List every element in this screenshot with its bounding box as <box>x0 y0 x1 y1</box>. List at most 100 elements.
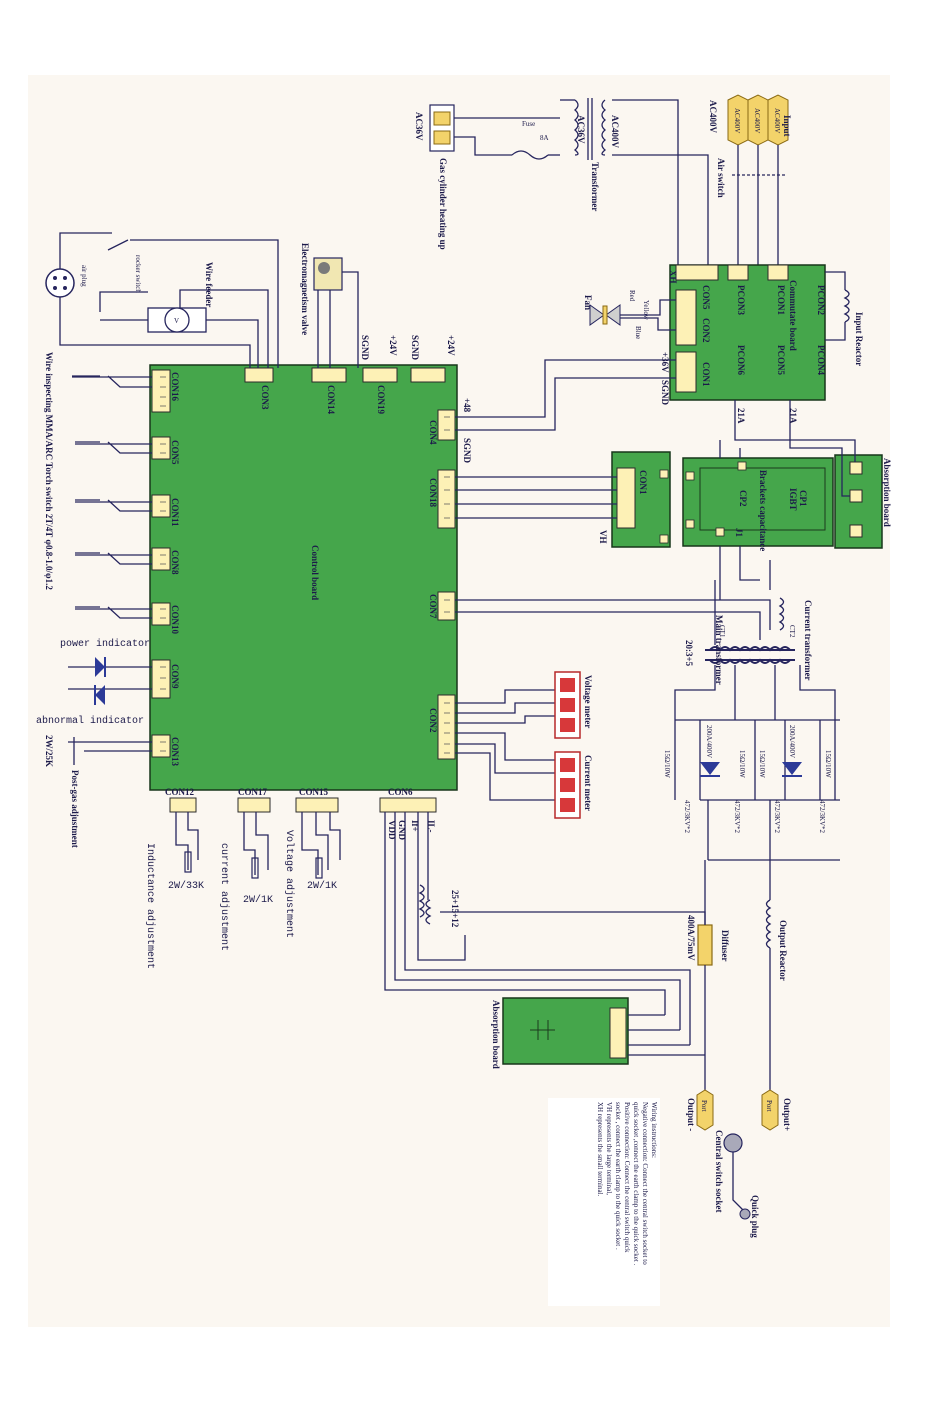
quick-plug-label: Quick plug <box>750 1195 760 1238</box>
output-terminals <box>696 1089 779 1131</box>
central-switch-socket <box>723 1133 751 1220</box>
current-meter <box>554 751 581 819</box>
con13-label: CON13 <box>170 737 180 766</box>
wiring-notes-box <box>548 1098 660 1306</box>
notes-line1: Negative connection: Connect the central… <box>641 1102 649 1265</box>
commutate-board-label: Commutate board <box>788 280 798 351</box>
em-valve-label: Electromagnetism valve <box>300 243 310 335</box>
fr-diode-b: 200A/400V <box>788 725 796 758</box>
output-wires <box>704 850 772 1095</box>
gnd-label: GND <box>397 820 407 841</box>
inductance-pot-label: 2W/33K <box>168 880 204 892</box>
fan-blue-label: Blue <box>634 326 642 339</box>
inductance-adj-label: Inductance adjustment <box>144 843 156 969</box>
wire-inspecting-label: Wire inspecting MMA/ARC Torch switch 2T/… <box>44 352 54 590</box>
sgnd-label-1: SGND <box>360 335 370 361</box>
fuse-21a-1: 21A <box>736 408 746 424</box>
input-reactor <box>825 271 850 341</box>
current-transformer <box>455 580 785 645</box>
main-transformer-ratio: 20:3+5 <box>684 640 694 667</box>
res-a: 15Ω/10W <box>663 750 671 778</box>
if-plus-label: If+ <box>410 820 420 832</box>
diffuser <box>697 924 713 966</box>
igbt-wires <box>455 400 856 600</box>
cap-a: 472/3KV*2 <box>683 800 691 834</box>
rectifier-diodes <box>700 762 802 777</box>
gas-heating-label: Gas cylinder heating up <box>438 158 448 250</box>
ac400v-label: AC400V <box>708 100 718 133</box>
con19-label: CON19 <box>376 385 386 414</box>
absorption-connector <box>609 1007 627 1059</box>
p48-label: +48 <box>462 398 472 413</box>
ac400v-t-label: AC400V <box>610 115 620 148</box>
con7-label: CON7 <box>428 594 438 619</box>
con16-header <box>151 369 171 413</box>
input-label: Input <box>782 115 792 137</box>
con9-label: CON9 <box>170 664 180 689</box>
ac36v-label: AC36V <box>414 112 424 141</box>
fuse-rating-label: 8A <box>540 134 549 142</box>
drive-vh-label: VH <box>598 530 608 544</box>
commutate-con1-label: CON1 <box>701 362 711 387</box>
air-plug <box>45 268 75 298</box>
hall-wires <box>384 812 691 1045</box>
con14-label: CON14 <box>326 385 336 414</box>
sgnd-label-4: SGND <box>462 438 472 464</box>
input-reactor-label: Input Reactor <box>854 312 864 366</box>
absorption-board-bottom <box>502 997 629 1065</box>
res-c: 15Ω/10W <box>758 750 766 778</box>
commutate-xh-label: XH <box>668 270 678 284</box>
port-label-2: Port <box>765 1100 773 1112</box>
con13-header <box>151 734 171 758</box>
igbt-pads <box>659 461 747 544</box>
diffuser-rating-label: 400A/75mV <box>686 915 696 961</box>
con4-label: CON4 <box>428 420 438 445</box>
con2-label: CON2 <box>428 708 438 733</box>
bottom-pots <box>184 851 323 879</box>
p24v-label-2: +24V <box>446 335 456 356</box>
cp1-label: CP1 <box>798 490 808 507</box>
pcon3-header <box>727 264 749 281</box>
res-b: 15Ω/10W <box>738 750 746 778</box>
igbt-label: IGBT <box>788 488 798 511</box>
notes-line5: VH represents the large terminal, <box>605 1102 613 1195</box>
con8-header <box>151 547 171 571</box>
fan-yellow-label: Yellow <box>642 300 650 321</box>
current-transformer-label: Current transformer <box>803 600 813 681</box>
power-indicator-led <box>95 657 106 677</box>
con15-label: CON15 <box>299 787 328 797</box>
cap-c: 472/3KV*2 <box>773 800 781 834</box>
abs-pad-2 <box>849 489 863 503</box>
control-board-label: Control board <box>310 545 320 600</box>
feeder-wires <box>59 232 279 368</box>
con16-label: CON16 <box>170 372 180 401</box>
abs-pad-1 <box>849 461 863 475</box>
port-label-1: Port <box>700 1100 708 1112</box>
left-connectors <box>151 369 171 758</box>
fan-label: Fan <box>583 295 593 310</box>
abnormal-indicator-led <box>94 685 105 705</box>
bracket-cap-label: Brackets capacitance <box>758 470 768 551</box>
bottom-pot-wires <box>175 812 341 875</box>
absorption-cap-symbol <box>530 1020 555 1040</box>
control-transformer <box>573 98 607 160</box>
current-meter-label: Current meter <box>583 755 593 811</box>
pot-2w25k-label: 2W/25K <box>44 735 54 767</box>
voltage-meter-label: Voltage meter <box>583 675 593 728</box>
air-switch-label: Air switch <box>716 158 726 198</box>
notes-line4: socket , connect the earth clamp to the … <box>614 1102 622 1250</box>
svg-text:V: V <box>174 317 179 325</box>
absorption-wires <box>628 1014 705 1056</box>
con7-header <box>437 591 456 621</box>
fuse-label: Fuse <box>522 120 535 128</box>
left-switch-wires <box>68 375 152 765</box>
con18-label: CON18 <box>428 478 438 507</box>
con10-header <box>151 602 171 626</box>
commutate-con2-label: CON2 <box>701 318 711 343</box>
pcon3-label: PCON3 <box>736 285 746 315</box>
con2-header <box>437 694 456 760</box>
current-pot-label: 2W/1K <box>243 894 273 906</box>
pcon1-label: PCON1 <box>776 285 786 315</box>
air-switch-wires <box>732 145 785 265</box>
fan-wires <box>620 299 676 331</box>
